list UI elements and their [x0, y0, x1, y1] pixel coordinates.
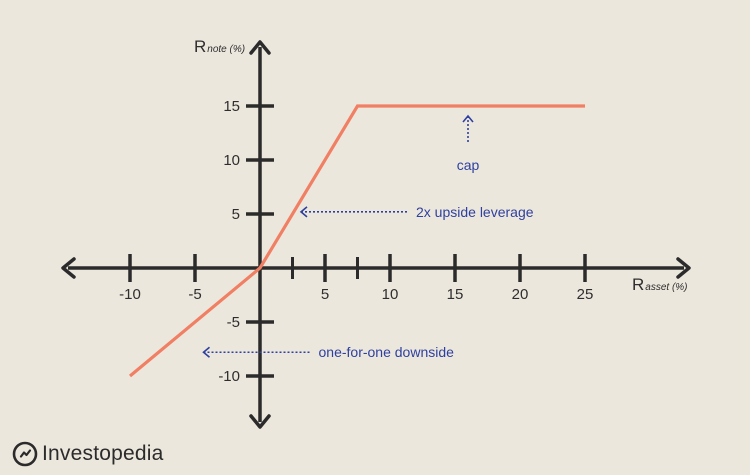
x-axis-title: Rasset (%)	[632, 275, 688, 294]
annotation-downside-arrow-head	[202, 346, 211, 358]
x-tick-label: 15	[447, 286, 464, 303]
annotation-cap: cap	[457, 157, 480, 173]
x-tick-label: -10	[119, 286, 141, 303]
annotation-upside: 2x upside leverage	[416, 204, 534, 220]
annotation-downside: one-for-one downside	[319, 344, 455, 360]
x-axis-arrow-left	[61, 257, 76, 279]
payoff-line	[128, 104, 585, 378]
brand-name: Investopedia	[42, 442, 164, 465]
x-tick-label: 5	[321, 286, 329, 303]
investopedia-logo-icon	[12, 441, 38, 467]
x-tick-label: 20	[512, 286, 529, 303]
y-tick-label: 5	[232, 206, 240, 223]
y-tick-label: 10	[223, 152, 240, 169]
y-tick-label: 15	[223, 98, 240, 115]
x-tick-label: 25	[577, 286, 594, 303]
y-axis-arrow-top	[249, 40, 271, 55]
y-tick-label: -5	[227, 314, 240, 331]
brand-logo: Investopedia	[12, 441, 164, 467]
x-tick-label: 10	[382, 286, 399, 303]
annotation-upside-arrow-head	[299, 206, 308, 218]
cap-arrow-head	[462, 114, 474, 123]
x-tick-label: -5	[188, 286, 201, 303]
y-axis-arrow-bottom	[249, 414, 271, 429]
y-axis-title: Rnote (%)	[194, 37, 245, 56]
x-axis-arrow-right	[676, 257, 691, 279]
y-tick-label: -10	[218, 368, 240, 385]
